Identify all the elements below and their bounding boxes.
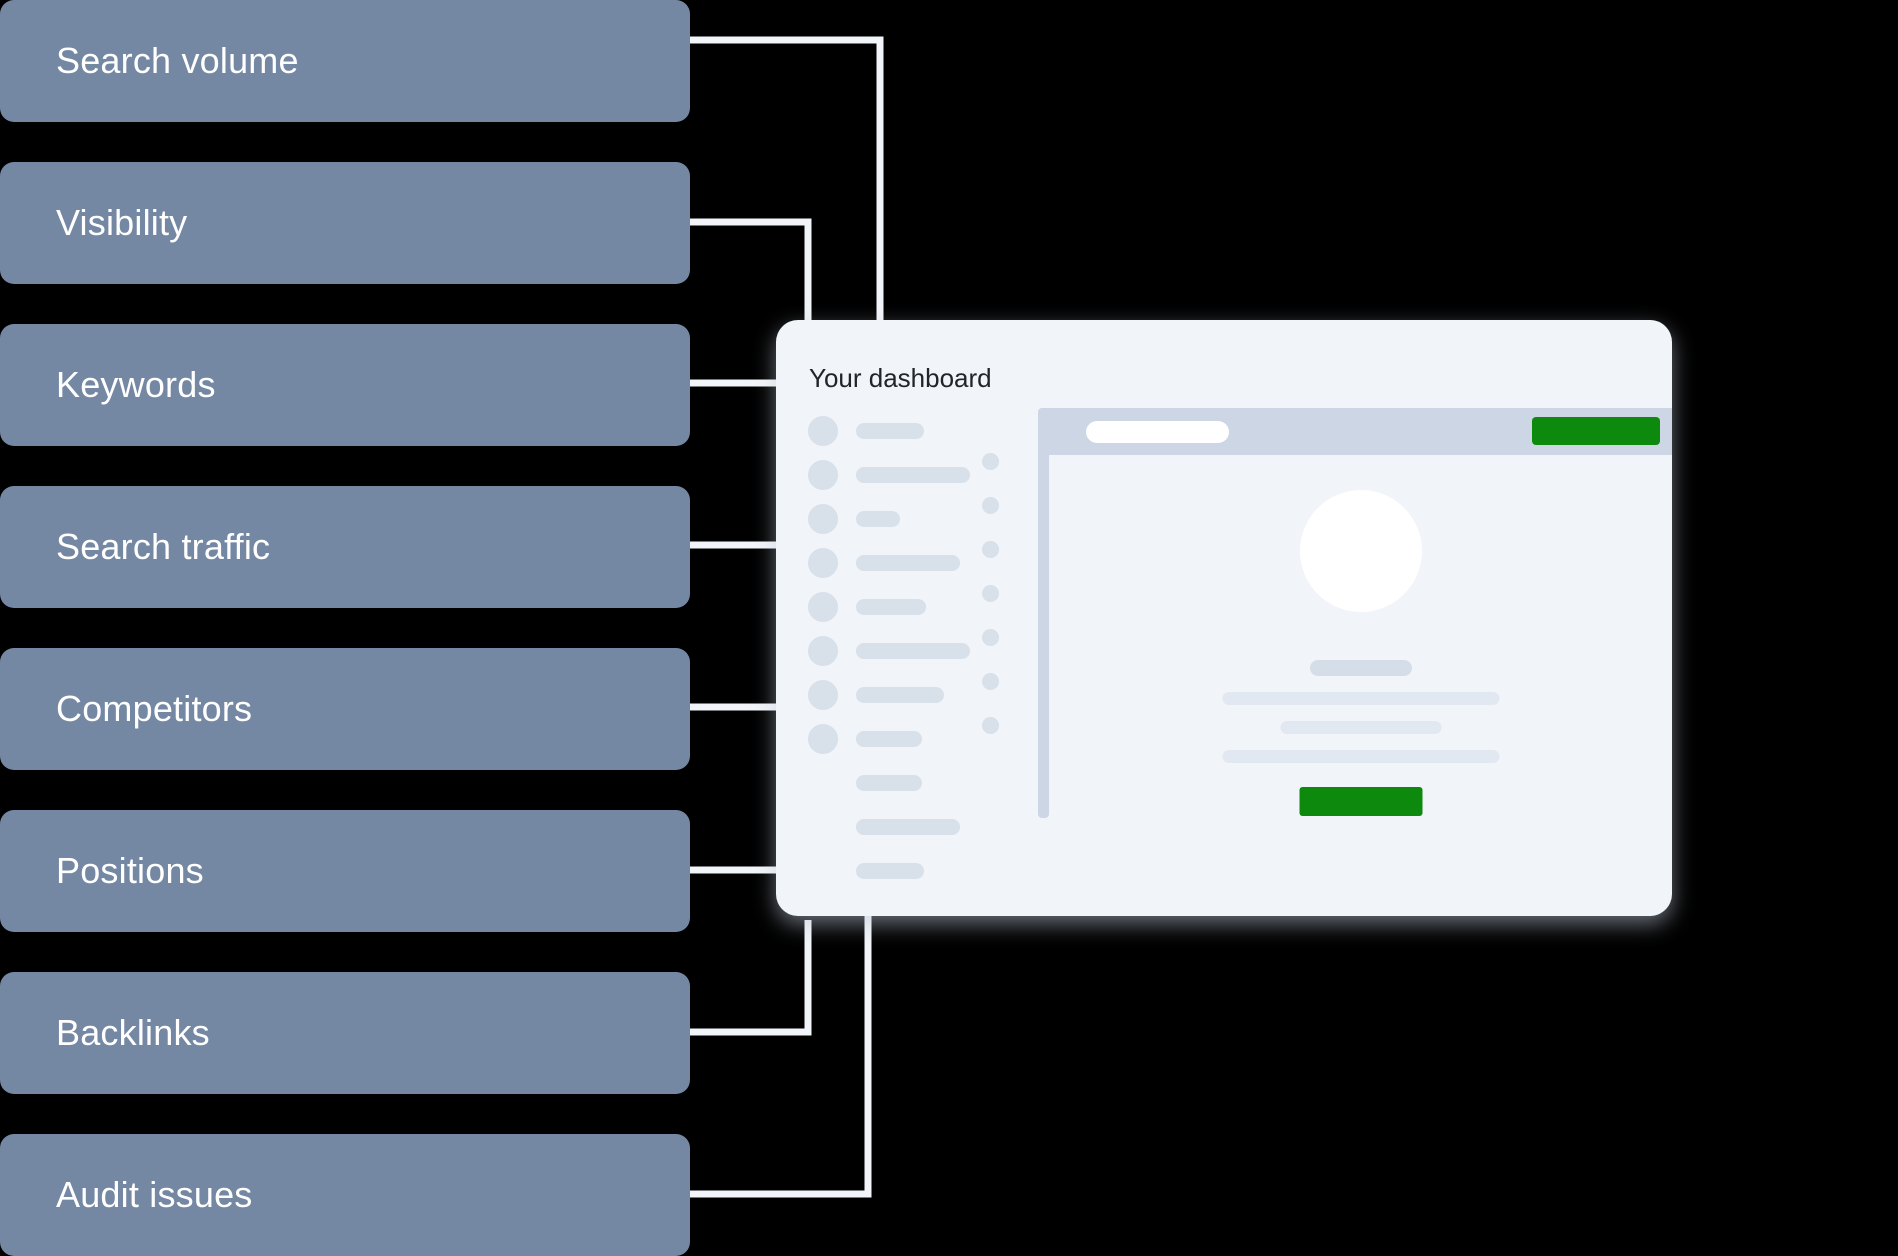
connector-backlinks [690,920,812,1036]
sidebar-label-placeholder [856,467,970,483]
sidebar-avatar-dot-icon [808,504,838,534]
content-primary-button[interactable] [1299,787,1422,816]
sidebar-label-placeholder [856,775,922,791]
metric-label: Audit issues [56,1174,253,1215]
panel-primary-button[interactable] [1532,417,1660,445]
sidebar-skeleton-row [808,547,1038,579]
connector-audit-issues [690,920,872,1198]
panel-left-rail [1038,408,1049,818]
metric-label: Visibility [56,202,188,243]
sidebar-skeleton-row [808,767,1038,799]
content-line-placeholder [1222,692,1499,705]
sidebar-label-placeholder [856,731,922,747]
metric-label: Positions [56,850,204,891]
content-heading-placeholder [1309,660,1412,676]
sidebar-label-placeholder [856,511,900,527]
panel-content-area [1049,455,1672,818]
sidebar-skeleton-row [808,855,1038,887]
sidebar-status-dot-icon [982,585,999,602]
avatar-placeholder-icon [1299,490,1422,612]
dashboard-title: Your dashboard [809,363,992,393]
sidebar-label-placeholder [856,555,960,571]
sidebar-label-placeholder [856,423,924,439]
metric-box-search-traffic[interactable]: Search traffic [0,486,690,608]
sidebar-skeleton-row [808,503,1038,535]
sidebar-label-placeholder [856,687,944,703]
sidebar-avatar-dot-icon [808,636,838,666]
dashboard-sidebar-skeleton [808,415,1038,899]
dashboard-card: Your dashboard [776,320,1672,916]
sidebar-skeleton-row [808,723,1038,755]
sidebar-status-dot-icon [982,673,999,690]
metric-box-competitors[interactable]: Competitors [0,648,690,770]
sidebar-avatar-dot-icon [808,460,838,490]
metric-box-keywords[interactable]: Keywords [0,324,690,446]
metric-box-audit-issues[interactable]: Audit issues [0,1134,690,1256]
sidebar-label-placeholder [856,599,926,615]
sidebar-label-placeholder [856,643,970,659]
dashboard-inner-panel [1038,408,1672,916]
sidebar-status-dot-icon [982,717,999,734]
panel-header-bar [1038,408,1672,455]
metric-label: Search volume [56,40,299,81]
metric-box-visibility[interactable]: Visibility [0,162,690,284]
panel-search-input[interactable] [1086,421,1229,443]
metric-label: Keywords [56,364,216,405]
connector-search-volume [690,36,884,325]
sidebar-skeleton-row [808,459,1038,491]
metric-label: Backlinks [56,1012,210,1053]
sidebar-avatar-dot-icon [808,680,838,710]
dashboard-sidebar-dot-column [982,453,999,761]
sidebar-skeleton-row [808,679,1038,711]
sidebar-status-dot-icon [982,497,999,514]
sidebar-label-placeholder [856,863,924,879]
sidebar-skeleton-row [808,811,1038,843]
connector-visibility [690,218,812,325]
metric-box-search-volume[interactable]: Search volume [0,0,690,122]
sidebar-label-placeholder [856,819,960,835]
sidebar-avatar-dot-icon [808,592,838,622]
metric-box-backlinks[interactable]: Backlinks [0,972,690,1094]
sidebar-status-dot-icon [982,453,999,470]
sidebar-skeleton-row [808,635,1038,667]
sidebar-avatar-dot-icon [808,416,838,446]
sidebar-status-dot-icon [982,541,999,558]
diagram-canvas: Search volume Visibility Keywords Search… [0,0,1672,1256]
metric-label: Competitors [56,688,253,729]
content-line-placeholder [1222,750,1499,763]
content-line-placeholder [1280,721,1441,734]
sidebar-skeleton-row [808,591,1038,623]
metric-box-positions[interactable]: Positions [0,810,690,932]
metric-label: Search traffic [56,526,271,567]
sidebar-status-dot-icon [982,629,999,646]
sidebar-skeleton-row [808,415,1038,447]
sidebar-avatar-dot-icon [808,548,838,578]
sidebar-avatar-dot-icon [808,724,838,754]
